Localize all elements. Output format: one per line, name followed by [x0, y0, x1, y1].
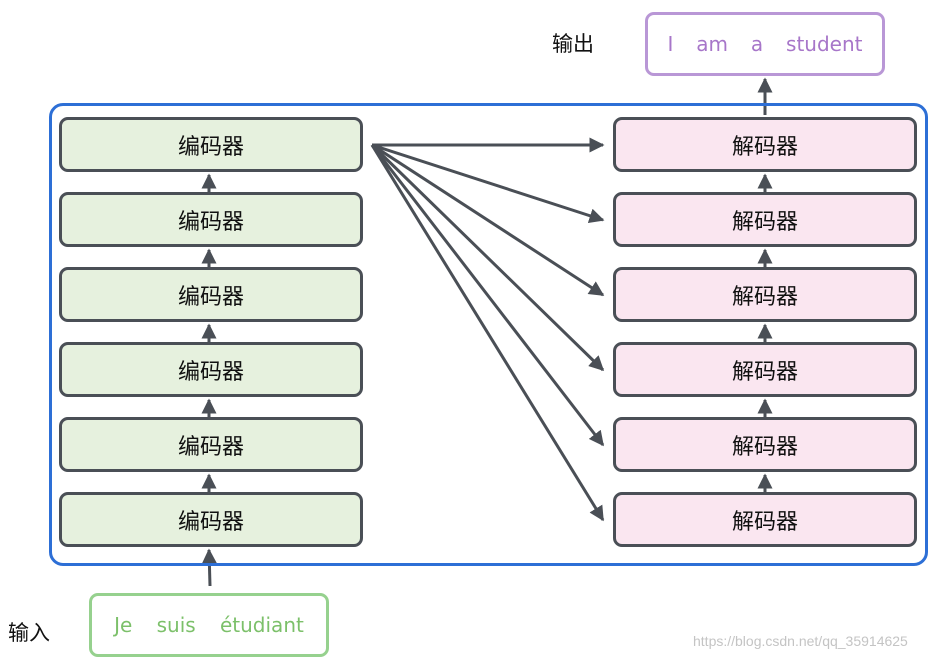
decoder-block: 解码器: [613, 267, 917, 322]
output-token: am: [696, 32, 728, 56]
encoder-to-decoder-arrow: [370, 144, 605, 522]
encoder-block: 编码器: [59, 192, 363, 247]
encoder-to-decoder-arrow: [371, 143, 605, 297]
decoder-label: 解码器: [731, 509, 798, 535]
encoder-block: 编码器: [59, 342, 363, 397]
encoder-block: 编码器: [59, 417, 363, 472]
input-token: étudiant: [219, 613, 304, 637]
input-token: suis: [156, 613, 196, 637]
decoder-label: 解码器: [731, 359, 798, 385]
encoder-label: 编码器: [177, 509, 244, 535]
input-token: Je: [114, 613, 133, 637]
output-token: student: [786, 32, 863, 56]
encoder-label: 编码器: [177, 359, 244, 385]
encoder-to-decoder-arrow: [370, 143, 605, 372]
input-sentence-box: Je suis étudiant: [89, 593, 329, 657]
encoder-block: 编码器: [59, 267, 363, 322]
encoder-label: 编码器: [177, 134, 244, 160]
output-token: I: [667, 32, 674, 56]
input-to-encoder-arrow: [201, 548, 217, 587]
input-label: 输入: [8, 621, 50, 645]
decoder-label: 解码器: [731, 284, 798, 310]
decoder-block: 解码器: [613, 342, 917, 397]
encoder-label: 编码器: [177, 284, 244, 310]
encoder-to-decoder-arrow: [371, 143, 605, 223]
watermark-text: https://blog.csdn.net/qq_35914625: [693, 633, 908, 649]
decoder-block: 解码器: [613, 192, 917, 247]
encoder-label: 编码器: [177, 434, 244, 460]
decoder-label: 解码器: [731, 434, 798, 460]
output-token: a: [750, 32, 764, 56]
decoder-block: 解码器: [613, 492, 917, 547]
decoder-block: 解码器: [613, 417, 917, 472]
output-sentence-box: I am a student: [645, 12, 885, 76]
encoder-to-decoder-arrow: [370, 144, 605, 447]
encoder-label: 编码器: [177, 209, 244, 235]
encoder-block: 编码器: [59, 492, 363, 547]
encoder-decoder-container: [49, 103, 928, 566]
decoder-label: 解码器: [731, 134, 798, 160]
decoder-block: 解码器: [613, 117, 917, 172]
encoder-block: 编码器: [59, 117, 363, 172]
decoder-label: 解码器: [731, 209, 798, 235]
output-label: 输出: [552, 32, 594, 56]
